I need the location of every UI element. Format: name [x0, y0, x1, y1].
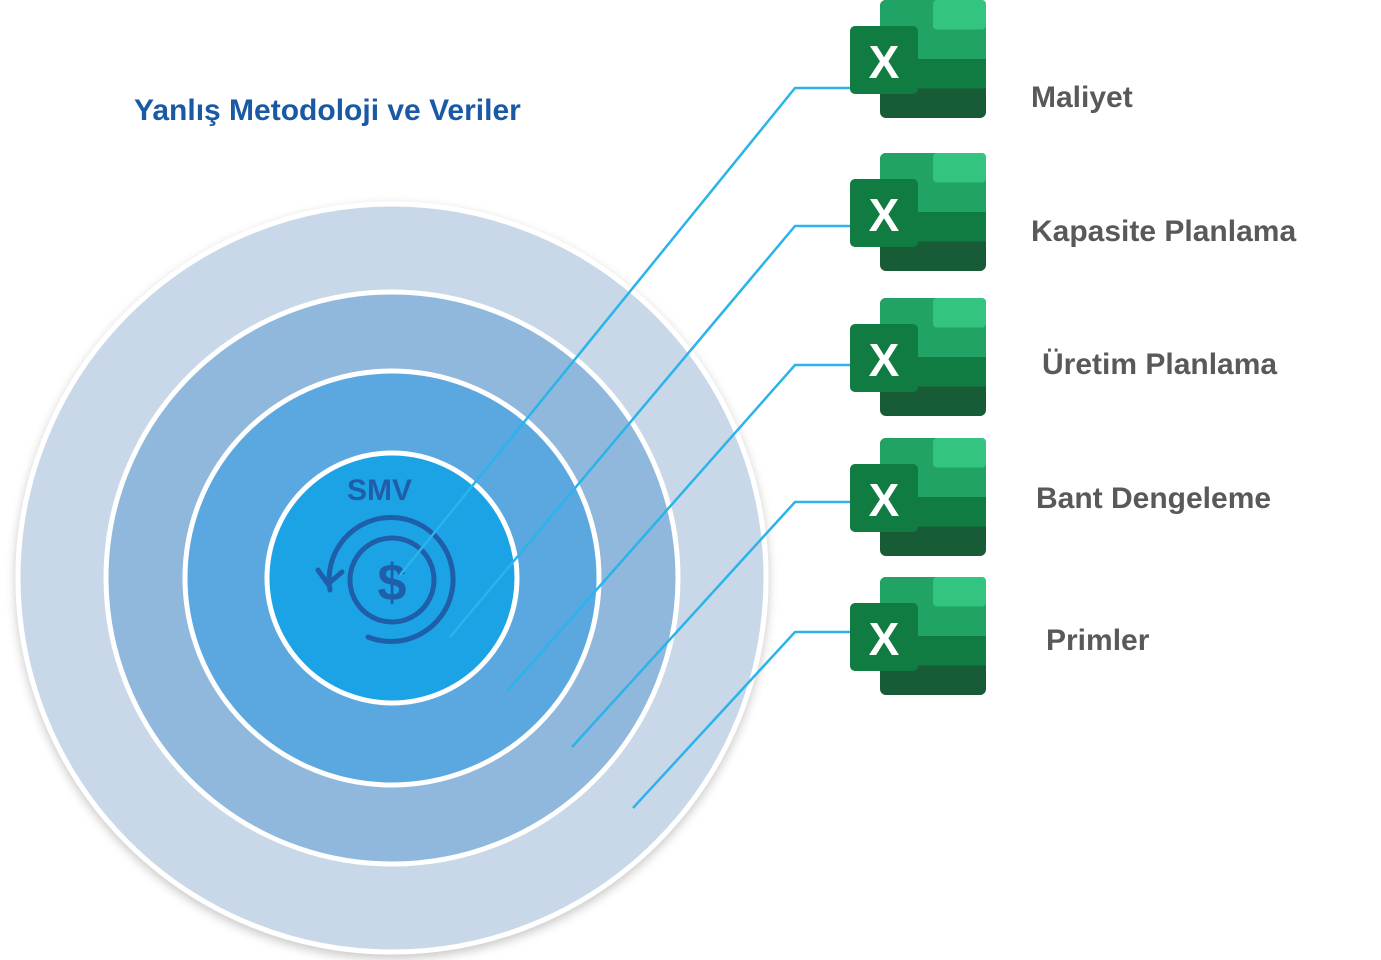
- ring-inner: [264, 450, 520, 706]
- excel-icons: X X X X X: [850, 0, 986, 695]
- connectors: [399, 86, 852, 809]
- diagram-title: Yanlış Metodoloji ve Veriler: [134, 94, 521, 127]
- svg-text:X: X: [869, 474, 900, 526]
- connector-maliyet: [399, 86, 852, 576]
- item-label-bant-dengeleme: Bant Dengeleme: [1036, 482, 1272, 515]
- rings-group: [15, 201, 769, 955]
- center-label: SMV: [347, 474, 413, 507]
- svg-text:$: $: [378, 554, 407, 612]
- excel-icon: X: [850, 0, 986, 118]
- connector-primler: [632, 630, 852, 809]
- item-label-maliyet: Maliyet: [1031, 81, 1133, 114]
- item-label-kapasite-planlama: Kapasite Planlama: [1031, 215, 1297, 248]
- svg-text:X: X: [869, 613, 900, 665]
- excel-icon: X: [850, 298, 986, 416]
- svg-text:X: X: [869, 334, 900, 386]
- excel-icon: X: [850, 577, 986, 695]
- excel-icon: X: [850, 153, 986, 271]
- dollar-cycle-icon: $: [315, 515, 456, 644]
- svg-text:X: X: [869, 189, 900, 241]
- connector-bant: [571, 500, 852, 748]
- excel-icon: X: [850, 438, 986, 556]
- item-label-primler: Primler: [1046, 624, 1150, 657]
- connector-uretim: [507, 363, 852, 691]
- connector-kapasite: [449, 224, 852, 638]
- svg-text:X: X: [869, 36, 900, 88]
- item-label-uretim-planlama: Üretim Planlama: [1042, 348, 1278, 381]
